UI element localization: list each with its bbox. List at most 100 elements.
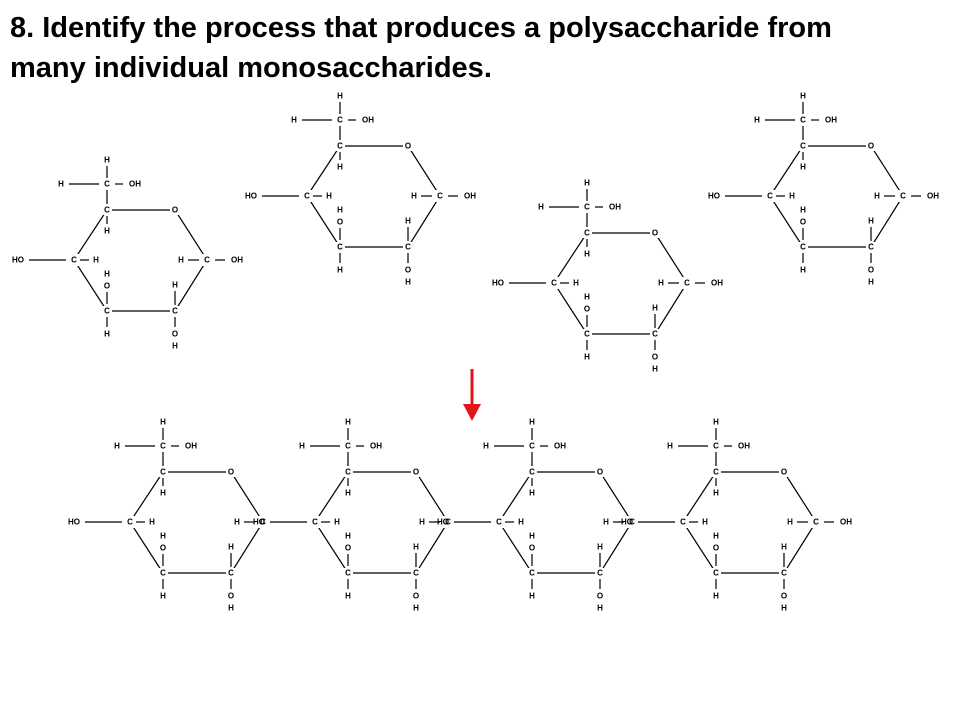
carbon-5: C bbox=[800, 142, 806, 151]
hydroxyl-group: OH bbox=[738, 442, 750, 451]
hydrogen: H bbox=[104, 156, 110, 165]
oxygen: O bbox=[345, 544, 351, 553]
hydrogen: H bbox=[178, 256, 184, 265]
hydrogen: H bbox=[337, 266, 343, 275]
hydrogen: H bbox=[529, 489, 535, 498]
ring-oxygen: O bbox=[228, 468, 234, 477]
reaction-arrow bbox=[463, 369, 481, 421]
hydrogen: H bbox=[228, 543, 234, 552]
hydroxyl-group: HO bbox=[68, 518, 80, 527]
ring-oxygen: O bbox=[652, 229, 658, 238]
hydrogen: H bbox=[800, 163, 806, 172]
hydrogen: H bbox=[104, 270, 110, 279]
hydrogen: H bbox=[234, 518, 240, 527]
hydrogen: H bbox=[713, 418, 719, 427]
oxygen: O bbox=[597, 592, 603, 601]
carbon-1: C bbox=[445, 518, 451, 527]
carbon-5: C bbox=[529, 468, 535, 477]
hydroxyl-group: HO bbox=[245, 192, 257, 201]
oxygen: O bbox=[104, 282, 110, 291]
carbon-4: C bbox=[71, 256, 77, 265]
hydroxyl-group: OH bbox=[362, 116, 374, 125]
hydrogen: H bbox=[160, 532, 166, 541]
hydrogen: H bbox=[713, 532, 719, 541]
hydroxyl-group: HO bbox=[437, 518, 449, 527]
hydrogen: H bbox=[800, 266, 806, 275]
hydrogen: H bbox=[337, 163, 343, 172]
carbon-2: C bbox=[597, 569, 603, 578]
carbon-6: C bbox=[337, 116, 343, 125]
hydrogen: H bbox=[337, 206, 343, 215]
ring-oxygen: O bbox=[172, 206, 178, 215]
hydroxyl-group: HO bbox=[492, 279, 504, 288]
hydrogen: H bbox=[584, 179, 590, 188]
hydrogen: H bbox=[800, 206, 806, 215]
carbon-4: C bbox=[680, 518, 686, 527]
ring-oxygen: O bbox=[781, 468, 787, 477]
ring-oxygen: O bbox=[597, 468, 603, 477]
oxygen: O bbox=[413, 592, 419, 601]
hydroxyl-group: OH bbox=[464, 192, 476, 201]
carbon-2: C bbox=[868, 243, 874, 252]
carbon-1: C bbox=[684, 279, 690, 288]
carbon-4: C bbox=[767, 192, 773, 201]
carbon-5: C bbox=[584, 229, 590, 238]
hydrogen: H bbox=[652, 304, 658, 313]
carbon-4: C bbox=[127, 518, 133, 527]
oxygen: O bbox=[405, 266, 411, 275]
hydrogen: H bbox=[228, 604, 234, 613]
carbon-1: C bbox=[204, 256, 210, 265]
hydrogen: H bbox=[529, 592, 535, 601]
hydroxyl-group: OH bbox=[927, 192, 939, 201]
hydrogen: H bbox=[160, 418, 166, 427]
hydrogen: H bbox=[781, 604, 787, 613]
hydroxyl-group: HO bbox=[621, 518, 633, 527]
hydrogen: H bbox=[405, 217, 411, 226]
question-title: 8. Identify the process that produces a … bbox=[10, 8, 950, 88]
hydrogen: H bbox=[114, 442, 120, 451]
hydrogen: H bbox=[713, 592, 719, 601]
hydrogen: H bbox=[291, 116, 297, 125]
hydrogen: H bbox=[104, 330, 110, 339]
oxygen: O bbox=[529, 544, 535, 553]
hydrogen: H bbox=[787, 518, 793, 527]
carbon-5: C bbox=[337, 142, 343, 151]
hydrogen: H bbox=[299, 442, 305, 451]
oxygen: O bbox=[868, 266, 874, 275]
hydrogen: H bbox=[518, 518, 524, 527]
hydrogen: H bbox=[652, 365, 658, 374]
carbon-3: C bbox=[584, 330, 590, 339]
hydroxyl-group: HO bbox=[12, 256, 24, 265]
hydrogen: H bbox=[702, 518, 708, 527]
oxygen: O bbox=[228, 592, 234, 601]
hydrogen: H bbox=[172, 281, 178, 290]
carbon-3: C bbox=[800, 243, 806, 252]
hydrogen: H bbox=[868, 278, 874, 287]
hydroxyl-group: OH bbox=[609, 203, 621, 212]
carbon-1: C bbox=[900, 192, 906, 201]
carbon-4: C bbox=[551, 279, 557, 288]
hydrogen: H bbox=[160, 489, 166, 498]
hydroxyl-group: HO bbox=[253, 518, 265, 527]
hydroxyl-group: OH bbox=[185, 442, 197, 451]
hydrogen: H bbox=[345, 489, 351, 498]
hydrogen: H bbox=[405, 278, 411, 287]
hydroxyl-group: OH bbox=[129, 180, 141, 189]
hydrogen: H bbox=[413, 543, 419, 552]
carbon-1: C bbox=[260, 518, 266, 527]
question-line-2: many individual monosaccharides. bbox=[10, 52, 492, 84]
hydrogen: H bbox=[149, 518, 155, 527]
carbon-5: C bbox=[160, 468, 166, 477]
hydrogen: H bbox=[529, 418, 535, 427]
carbon-2: C bbox=[172, 307, 178, 316]
carbon-2: C bbox=[413, 569, 419, 578]
